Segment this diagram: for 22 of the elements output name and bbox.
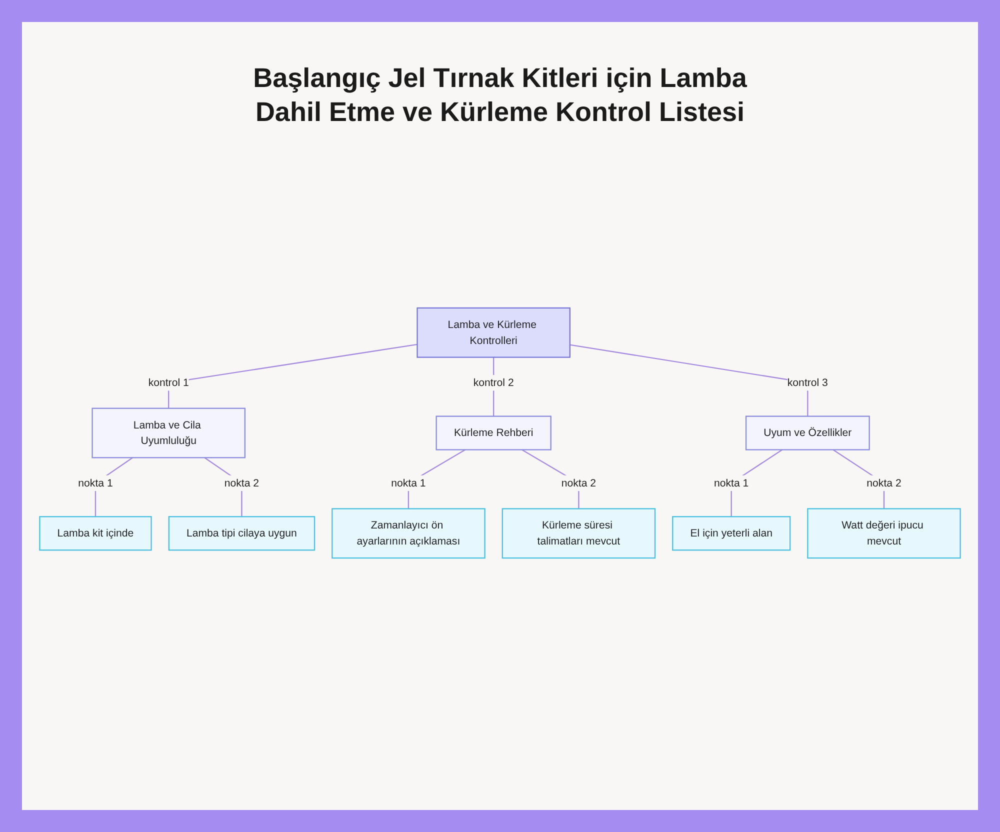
edge-label: kontrol 3	[787, 376, 828, 388]
node-box: Watt değeri ipucu mevcut	[807, 508, 961, 558]
node-box: Lamba ve Kürleme Kontrolleri	[416, 306, 570, 358]
edge-label: nokta 1	[391, 476, 426, 488]
edge-label: kontrol 2	[473, 376, 514, 388]
edge-label: nokta 2	[866, 476, 902, 488]
node-box: Lamba kit içinde	[39, 516, 152, 550]
node-box: Lamba tipi cilaya uygun	[168, 516, 316, 550]
node-box: Lamba ve Cila Uyumluluğu	[92, 407, 246, 458]
node-box: El için yeterli alan	[672, 516, 791, 550]
node-box: Uyum ve Özellikler	[745, 415, 870, 450]
connector	[570, 344, 808, 416]
node-box: Zamanlayıcı ön ayarlarının açıklaması	[332, 508, 486, 558]
node-box: Kürleme Rehberi	[436, 415, 552, 450]
edge-label: nokta 2	[561, 476, 596, 488]
edge-label: kontrol 1	[148, 376, 189, 388]
diagram-title: Başlangıç Jel Tırnak Kitleri için Lamba Dahil Etme ve Kürleme Kontrol Listesi	[252, 62, 748, 129]
edge-label: nokta 2	[224, 476, 260, 488]
connector	[168, 343, 418, 408]
edge-label: nokta 1	[714, 476, 749, 488]
node-box: Kürleme süresi talimatları mevcut	[502, 508, 656, 558]
edge-label: nokta 1	[78, 476, 113, 488]
